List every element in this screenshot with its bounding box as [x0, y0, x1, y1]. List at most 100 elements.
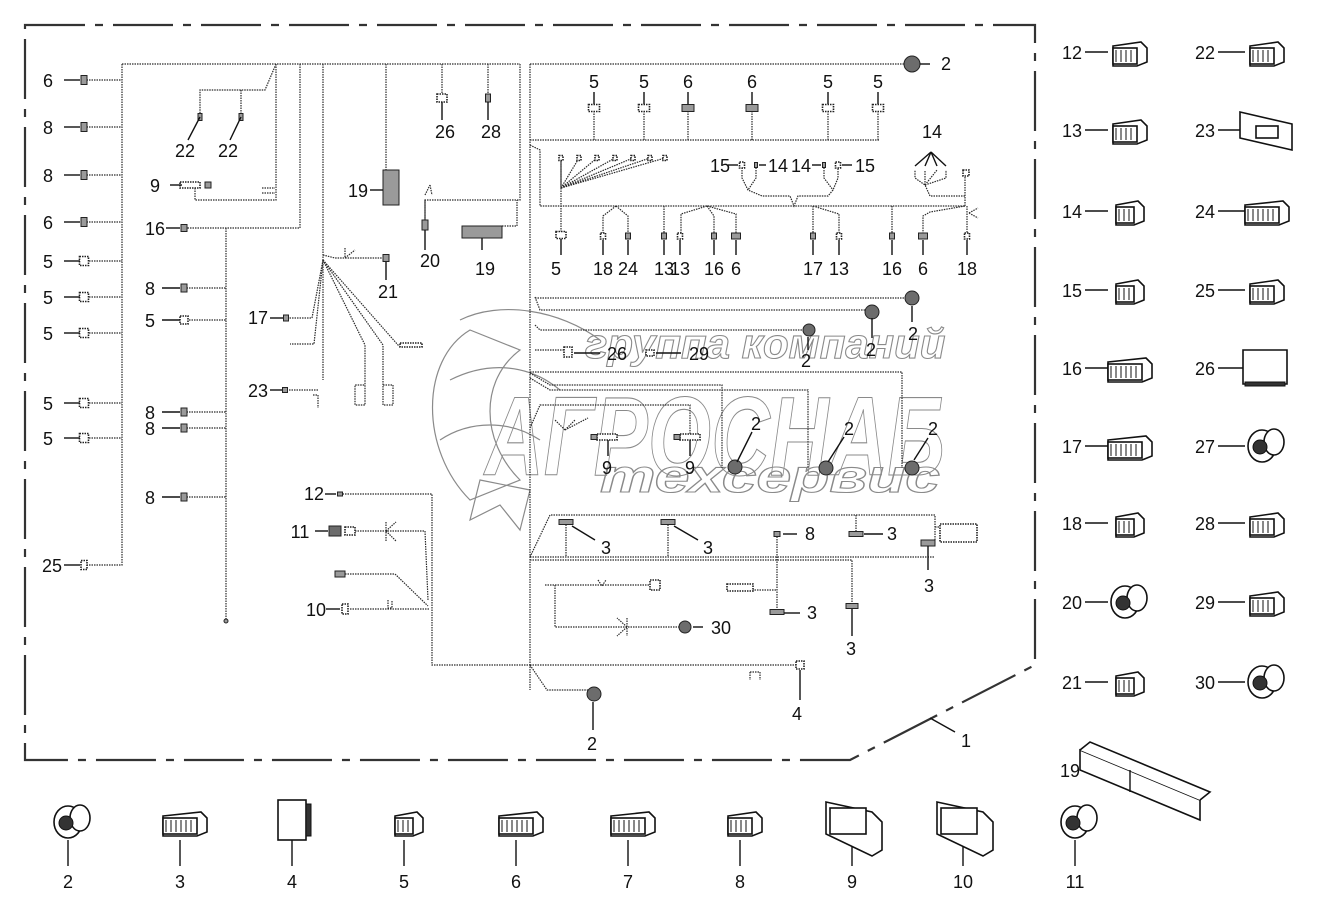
round-connector	[678, 620, 692, 634]
callout-label: 2	[801, 351, 811, 371]
part-icon	[1242, 349, 1288, 387]
wire	[529, 144, 965, 207]
wire	[534, 324, 808, 331]
part-icon	[1060, 804, 1098, 839]
connector	[180, 283, 188, 293]
callout-label: 18	[1062, 514, 1082, 534]
callout-label: 18	[593, 259, 613, 279]
callout-label: 6	[731, 259, 741, 279]
leader-line	[929, 717, 956, 733]
callout-label: 9	[847, 872, 857, 892]
connector-body	[1242, 349, 1288, 385]
callout-label: 18	[957, 259, 977, 279]
part-icon	[1247, 428, 1285, 463]
connector	[485, 93, 491, 103]
callout-label: 2	[844, 419, 854, 439]
wire	[560, 157, 666, 189]
connector	[673, 434, 681, 440]
connector	[920, 539, 936, 547]
connector	[676, 232, 684, 240]
callout-label: 24	[618, 259, 638, 279]
wire	[680, 205, 737, 235]
callout-label: 5	[43, 288, 53, 308]
callout-label: 16	[704, 259, 724, 279]
callout-label: 3	[703, 538, 713, 558]
connector	[711, 232, 717, 240]
part-icon	[825, 801, 883, 857]
connector	[637, 103, 651, 113]
wire	[84, 64, 123, 566]
callout-label: 16	[882, 259, 902, 279]
part-icon	[610, 811, 656, 837]
connector	[754, 162, 758, 168]
connector	[596, 433, 618, 441]
callout-label: 8	[805, 524, 815, 544]
callout-label: 13	[1062, 121, 1082, 141]
callout-label: 5	[43, 252, 53, 272]
callout-label: 15	[1062, 281, 1082, 301]
wire-end	[223, 618, 229, 624]
connector-body	[1076, 804, 1098, 832]
connector	[421, 219, 429, 231]
callout-label: 17	[1062, 437, 1082, 457]
connector	[848, 531, 864, 537]
callout-label: 8	[735, 872, 745, 892]
callout-label: 3	[887, 524, 897, 544]
connector	[558, 519, 574, 525]
connector-body	[277, 799, 307, 841]
round-connector	[864, 304, 880, 320]
wire	[262, 187, 275, 194]
connector-lip	[305, 803, 312, 837]
callout-label: 8	[145, 419, 155, 439]
callout-label: 23	[248, 381, 268, 401]
connector	[80, 170, 88, 180]
callout-label: 2	[63, 872, 73, 892]
leader-line	[187, 116, 201, 141]
leader-line	[924, 151, 932, 167]
part-icon	[1115, 512, 1145, 538]
callout-label: 13	[654, 259, 674, 279]
wire	[597, 579, 607, 588]
round-connector	[802, 323, 816, 337]
connector	[78, 291, 90, 303]
callout-label: 21	[1062, 673, 1082, 693]
connector-body	[1263, 428, 1285, 456]
part-icon	[1247, 664, 1285, 699]
callout-label: 27	[1195, 437, 1215, 457]
callout-label: 28	[481, 122, 501, 142]
watermark-logo-icon	[432, 309, 601, 532]
connector	[78, 327, 90, 339]
wire	[968, 207, 979, 219]
wire	[812, 205, 840, 235]
connector-face	[1249, 597, 1275, 615]
callout-label: 12	[1062, 43, 1082, 63]
leader-line	[736, 431, 753, 463]
part-icon	[1115, 279, 1145, 305]
callout-label: 7	[623, 872, 633, 892]
connector	[344, 526, 356, 536]
connector-face	[1255, 125, 1279, 139]
connector-face	[1112, 125, 1138, 143]
callout-label: 14	[768, 156, 788, 176]
connector-face	[498, 817, 534, 835]
callout-label: 26	[435, 122, 455, 142]
part-icon	[1249, 41, 1285, 67]
wire	[741, 165, 839, 208]
callout-label: 3	[807, 603, 817, 623]
wire	[335, 573, 429, 607]
callout-label: 2	[928, 419, 938, 439]
callout-label: 11	[291, 522, 310, 542]
wire	[322, 259, 366, 406]
wire	[529, 514, 936, 558]
connector	[681, 104, 695, 112]
wire	[530, 371, 903, 468]
connector	[962, 169, 970, 177]
connector	[745, 104, 759, 112]
callout-label: 2	[587, 734, 597, 754]
callout-label: 6	[918, 259, 928, 279]
wire	[340, 493, 530, 666]
connector	[963, 232, 971, 240]
connector	[80, 217, 88, 227]
connector	[662, 154, 668, 162]
wire	[387, 600, 393, 609]
